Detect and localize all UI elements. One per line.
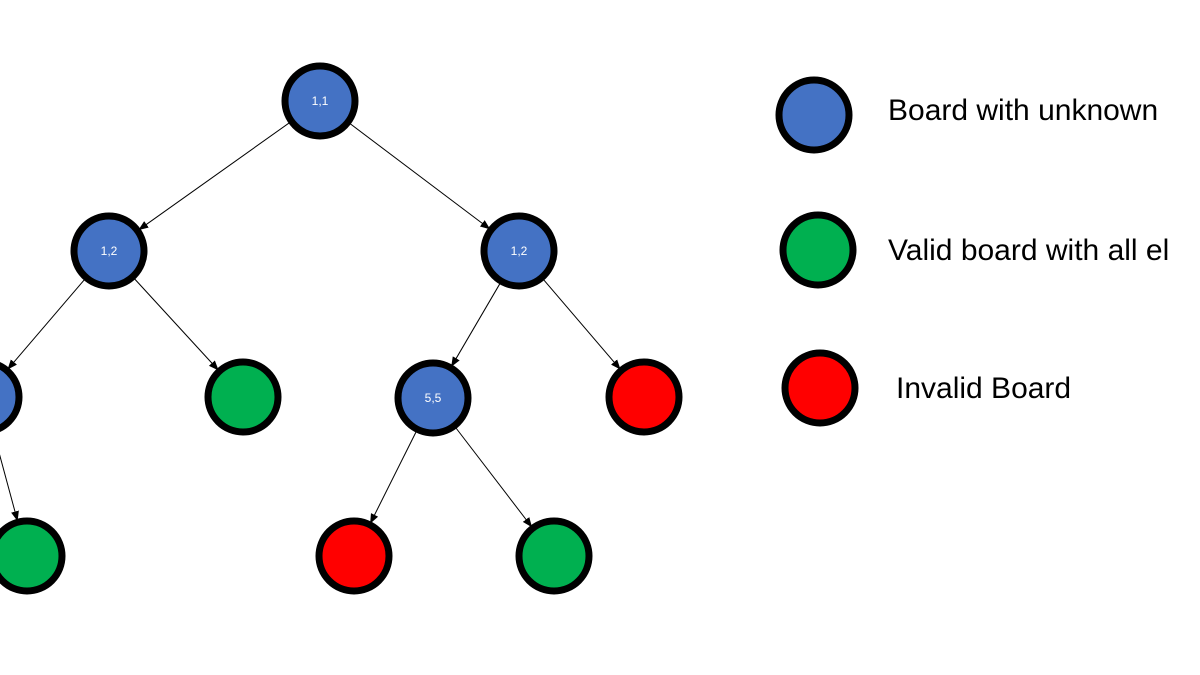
node-circle-valid <box>0 517 66 595</box>
tree-node-left-right <box>204 358 282 436</box>
tree-node-right-left-left <box>315 517 393 595</box>
tree-node-right: 1,2 <box>480 212 558 290</box>
tree-node-left-left <box>0 361 23 433</box>
tree-node-left-left-child <box>0 517 66 595</box>
node-label: 1,1 <box>312 94 329 108</box>
nodes-layer: 1,1 1,2 1,2 5,5 <box>0 62 683 595</box>
edge-arrow-right-left-to-right-left-right <box>455 427 533 528</box>
legend-label-unknown: Board with unknown <box>888 94 1158 127</box>
legend-label-invalid: Invalid Board <box>896 372 1071 405</box>
node-circle-unknown <box>394 359 472 437</box>
edge-arrow-right-to-right-right <box>542 278 621 370</box>
edge-arrow-root-to-left <box>138 122 291 231</box>
edge-arrow-left-left-to-left-left-child <box>0 454 19 522</box>
edge-arrow-left-to-left-right <box>133 277 219 371</box>
node-circle-unknown <box>281 62 359 140</box>
edge-arrow-root-to-right <box>349 122 491 230</box>
node-label: 5,5 <box>425 391 442 405</box>
tree-node-right-left-right <box>515 517 593 595</box>
node-circle-invalid <box>315 517 393 595</box>
node-circle-unknown <box>480 212 558 290</box>
legend-item-unknown: Board with unknown <box>775 76 1158 154</box>
node-circle-unknown <box>0 361 23 433</box>
legend-item-valid: Valid board with all el <box>779 211 1169 289</box>
edge-arrow-right-to-right-left <box>451 282 501 367</box>
tree-node-right-right <box>605 358 683 436</box>
tree-node-right-left: 5,5 <box>394 359 472 437</box>
tree-node-left: 1,2 <box>70 212 148 290</box>
node-circle-invalid <box>605 358 683 436</box>
node-circle-valid <box>204 358 282 436</box>
legend-swatch-valid <box>779 211 857 289</box>
edge-arrow-left-to-left-left <box>7 278 86 370</box>
node-label: 1,2 <box>511 244 528 258</box>
node-circle-unknown <box>70 212 148 290</box>
legend-swatch-invalid <box>781 349 859 427</box>
tree-node-root: 1,1 <box>281 62 359 140</box>
node-label: 1,2 <box>101 244 118 258</box>
legend-label-valid: Valid board with all el <box>888 234 1169 267</box>
legend-item-invalid: Invalid Board <box>781 349 1071 427</box>
edge-arrow-right-left-to-right-left-left <box>370 430 417 524</box>
legend-swatch-unknown <box>775 76 853 154</box>
edges-layer <box>0 122 621 528</box>
node-circle-valid <box>515 517 593 595</box>
